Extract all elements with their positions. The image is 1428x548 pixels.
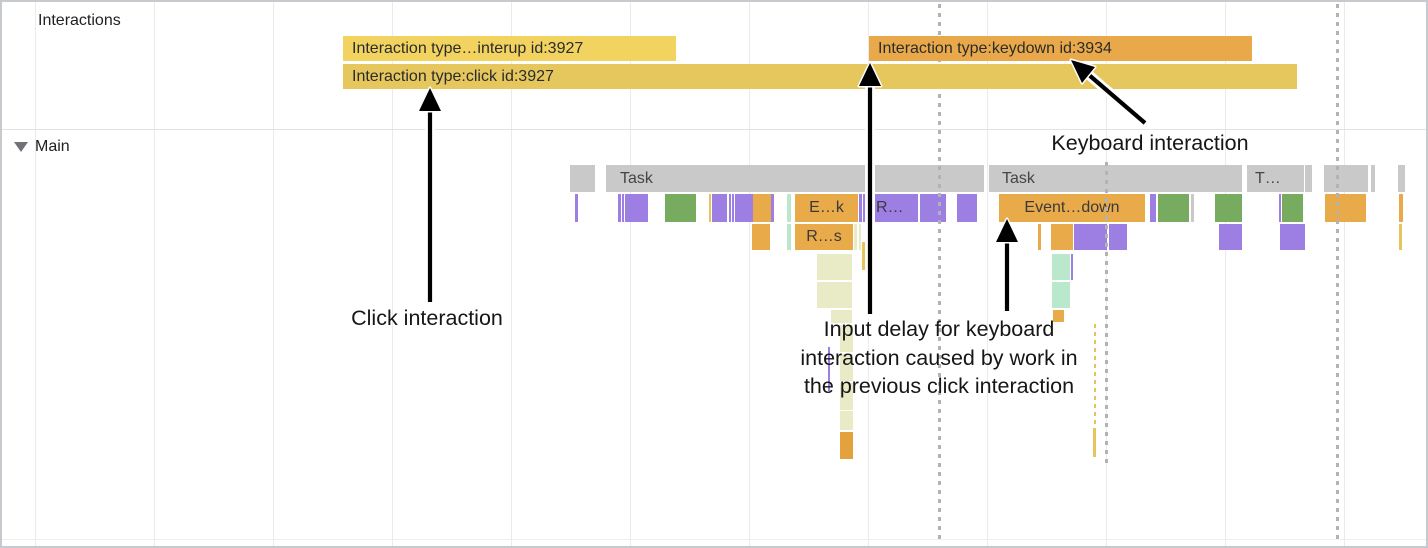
flame-block[interactable] [752, 224, 770, 250]
task-bar[interactable]: T… [1247, 165, 1304, 192]
flame-block[interactable] [840, 411, 853, 430]
flame-block[interactable] [1280, 224, 1305, 250]
flame-block[interactable] [1399, 224, 1402, 250]
collapse-triangle-icon[interactable] [14, 142, 28, 152]
grid-line [1225, 2, 1226, 546]
click-interaction-annotation: Click interaction [351, 306, 503, 330]
flame-block[interactable] [1053, 310, 1064, 322]
flame-block[interactable] [712, 194, 727, 222]
dotted-marker-line [1105, 162, 1108, 467]
grid-line [630, 2, 631, 546]
interaction-bar-keydown[interactable]: Interaction type:keydown id:3934 [869, 36, 1252, 61]
flame-block[interactable] [817, 282, 852, 308]
flame-block[interactable] [831, 310, 852, 323]
task-bar[interactable] [1398, 165, 1405, 192]
keyboard-interaction-annotation: Keyboard interaction [1051, 131, 1249, 155]
flame-block[interactable] [817, 254, 852, 280]
flame-block[interactable] [732, 194, 734, 222]
flame-block[interactable] [1325, 194, 1366, 222]
run-microtasks-block[interactable]: R…s [795, 224, 853, 250]
event-click-block[interactable]: E…k [795, 194, 858, 222]
flame-block[interactable] [771, 194, 774, 222]
flame-block[interactable] [957, 194, 977, 222]
flame-block[interactable] [1071, 254, 1073, 280]
task-bar[interactable]: Task [989, 165, 1242, 192]
keydown-event-arrow [994, 217, 1020, 316]
flame-block[interactable] [735, 194, 753, 222]
input-delay-line-2: interaction caused by work in [800, 345, 1078, 370]
flame-block[interactable] [1051, 224, 1073, 250]
flame-block[interactable] [1279, 194, 1281, 222]
flame-block[interactable] [753, 194, 772, 222]
dotted-marker-line [938, 4, 941, 539]
flame-block[interactable] [1282, 194, 1303, 222]
flame-block[interactable] [1038, 224, 1041, 250]
task-bar[interactable]: Task [606, 165, 984, 192]
grid-line [511, 2, 512, 546]
bottom-rule [2, 539, 1426, 540]
flame-block[interactable] [1150, 194, 1156, 222]
flame-block[interactable] [828, 347, 830, 391]
input-delay-line-3: the previous click interaction [803, 374, 1075, 398]
grid-line [392, 2, 393, 546]
main-track-header[interactable]: Main [14, 138, 70, 156]
flame-block[interactable] [859, 194, 862, 222]
dotted-marker-line [1336, 4, 1339, 539]
interactions-track-label: Interactions [38, 12, 121, 29]
flame-block[interactable] [787, 194, 791, 222]
main-track-label: Main [35, 138, 70, 155]
flame-block[interactable] [1074, 224, 1107, 250]
flame-block[interactable] [787, 224, 791, 250]
flame-block[interactable] [859, 224, 861, 250]
flame-block[interactable] [1219, 224, 1242, 250]
input-delay-annotation: Input delay for keyboard interaction cau… [769, 315, 1109, 401]
flame-block[interactable] [1191, 194, 1194, 222]
task-bar[interactable] [1324, 165, 1368, 192]
flame-block[interactable] [618, 194, 621, 222]
task-bar[interactable] [1371, 165, 1375, 192]
flame-block[interactable] [625, 194, 648, 222]
task-bar[interactable] [570, 165, 595, 192]
flame-block[interactable] [1399, 194, 1403, 222]
task-bar[interactable] [1305, 165, 1312, 192]
flame-block[interactable] [920, 194, 946, 222]
flame-block[interactable] [1109, 224, 1127, 250]
flame-block[interactable] [1215, 194, 1242, 222]
grid-line [1344, 2, 1345, 546]
grid-line [35, 2, 36, 546]
grid-line [154, 2, 155, 546]
flame-block[interactable] [709, 194, 711, 222]
flame-block[interactable]: R… [863, 194, 918, 222]
interaction-bar-pointerup[interactable]: Interaction type…interup id:3927 [343, 36, 676, 61]
flame-block[interactable] [854, 224, 857, 250]
flame-block[interactable] [862, 242, 865, 270]
flame-block[interactable] [1052, 254, 1070, 280]
flame-block[interactable] [840, 383, 853, 410]
interaction-bar-click[interactable]: Interaction type:click id:3927 [343, 64, 1297, 89]
flame-block[interactable] [729, 194, 731, 222]
flame-block[interactable] [1158, 194, 1189, 222]
track-divider [2, 129, 1426, 130]
flame-block[interactable] [840, 354, 853, 381]
grid-line [987, 2, 988, 546]
flame-block[interactable] [1093, 428, 1096, 457]
flame-block[interactable] [575, 194, 578, 222]
grid-line [273, 2, 274, 546]
flame-block[interactable] [665, 194, 696, 222]
click-arrow [417, 86, 443, 307]
flame-block[interactable] [622, 194, 624, 222]
grid-line [749, 2, 750, 546]
event-keydown-block[interactable]: Event…down [999, 194, 1145, 222]
pending-activity-dashed-line [1094, 324, 1096, 428]
flame-block[interactable] [1052, 282, 1070, 308]
flame-block[interactable] [840, 432, 853, 459]
flame-block[interactable] [840, 325, 853, 352]
input-delay-line-1: Input delay for keyboard [823, 317, 1055, 341]
